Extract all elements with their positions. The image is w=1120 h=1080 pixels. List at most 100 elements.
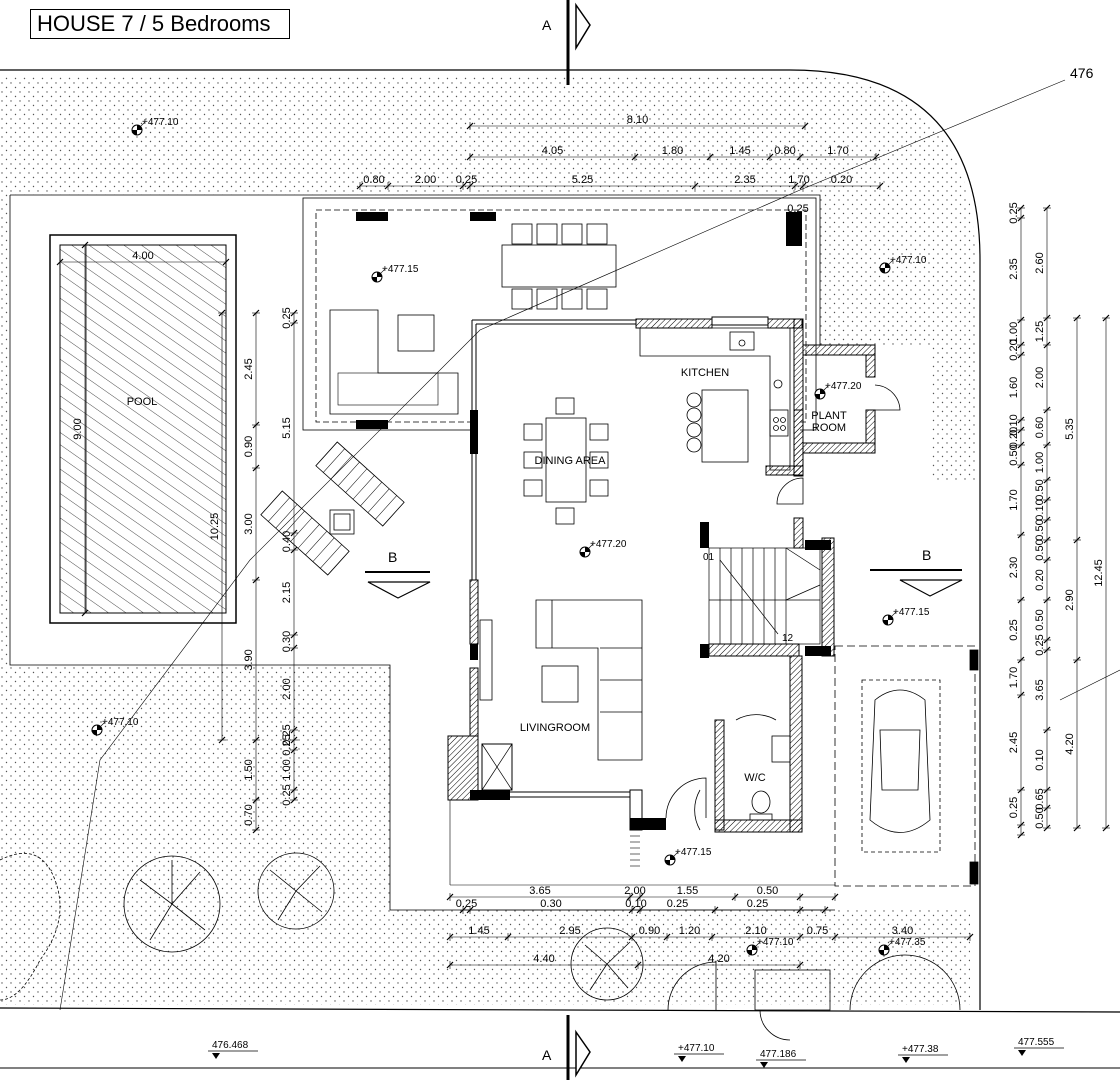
gates [667, 954, 961, 1041]
pool: POOL [49, 234, 237, 624]
level-marker-garden_nw: +477.10 [131, 117, 179, 136]
dim-top-row2-0: 4.05 [542, 145, 563, 157]
dim-left-col2-0: 2.45 [243, 358, 255, 379]
level-marker-east_yard: +477.15 [882, 607, 930, 626]
dim-left-col2-1: 0.90 [243, 436, 255, 457]
level-marker-entrance: +477.15 [664, 847, 712, 866]
dim-right-col1-3: 0.20 [1008, 339, 1020, 360]
garden-area [0, 69, 1120, 1069]
dim-left-col2-4: 1.50 [243, 759, 255, 780]
dim-right-col1-5: 0.10 [1008, 414, 1020, 435]
dim-bottom-row1-0: 3.65 [529, 885, 550, 897]
dim-right-col1-8: 1.70 [1008, 489, 1020, 510]
street-level-label-l3: 477.186 [760, 1049, 797, 1060]
dim-top-row3-2: 0.25 [456, 174, 477, 186]
room-labels: KITCHEN PLANT ROOM DINING AREA LIVINGROO… [520, 367, 847, 784]
dim-left-col1-0: 0.25 [281, 307, 293, 328]
dim-left-col2-5: 0.70 [243, 804, 255, 825]
doors [665, 384, 901, 819]
dim-right-col2-14: 0.65 [1034, 788, 1046, 809]
level-front_gate: +477.10 [757, 937, 794, 948]
dim-right-col2-6: 0.10 [1034, 499, 1046, 520]
dim-bottom-row3-5: 0.75 [807, 925, 828, 937]
street-level-label-l4: +477.38 [902, 1044, 939, 1055]
level-east_yard: +477.15 [893, 607, 930, 618]
dim-right-col2-9: 0.20 [1034, 569, 1046, 590]
dim-right-col2-3: 0.60 [1034, 417, 1046, 438]
dim-bottom-row2-2: 0.10 [625, 898, 646, 910]
street-level-l2: +477.10 [674, 1043, 724, 1062]
dim-top-total-0: 8.10 [627, 114, 648, 126]
level-parking_gate: +477.35 [889, 937, 926, 948]
dim-bottom-row4-1: 4.20 [708, 953, 729, 965]
level-garden_ne: +477.10 [890, 255, 927, 266]
dim-right-col1-13: 0.25 [1008, 797, 1020, 818]
dim-right-col2-7: 0.50 [1034, 519, 1046, 540]
house-walls [447, 316, 876, 833]
dim-right-col2-12: 3.65 [1034, 679, 1046, 700]
living-furniture [479, 599, 643, 761]
street-level-l4: +477.38 [898, 1044, 948, 1063]
dim-top-row2-2: 1.45 [729, 145, 750, 157]
dim-left-col1-4: 0.30 [281, 631, 293, 652]
kitchen-label: KITCHEN [681, 367, 729, 379]
dim-right-col3-2: 4.20 [1064, 733, 1076, 754]
dim-right-col2-1: 1.25 [1034, 321, 1046, 342]
level-marker-interior: +477.20 [579, 539, 627, 558]
dim-pool-length-0: 9.00 [72, 418, 84, 439]
dim-right-col2-2: 2.00 [1034, 367, 1046, 388]
dim-right-col1-1: 2.35 [1008, 258, 1020, 279]
section-b-right: B [922, 547, 931, 563]
section-a-bottom: A [542, 1047, 552, 1063]
dim-right-col1-4: 1.60 [1008, 377, 1020, 398]
dining-furniture [523, 397, 609, 525]
contour-label: 476 [1070, 65, 1094, 81]
dim-top-row3-3: 5.25 [572, 174, 593, 186]
level-interior: +477.20 [590, 539, 627, 550]
terrace [302, 197, 817, 431]
street-level-l1: 476.468 [208, 1040, 258, 1059]
dim-left-col1-7: 0.25 [281, 734, 293, 755]
stair-start-label: 01 [703, 552, 715, 563]
contour-line: 476 [59, 65, 1120, 1011]
level-terrace: +477.15 [382, 264, 419, 275]
dining-label: DINING AREA [535, 455, 607, 467]
level-marker-front_gate: +477.10 [746, 937, 794, 956]
dim-top-row2-4: 1.70 [827, 145, 848, 157]
dim-terrace-corner: 0.25 [787, 203, 808, 215]
pool-label: POOL [127, 396, 158, 408]
dim-right-col1-6: 0.20 [1008, 427, 1020, 448]
street-level-label-l1: 476.468 [212, 1040, 249, 1051]
level-garden_nw: +477.10 [142, 117, 179, 128]
dim-right-col3-1: 2.90 [1064, 589, 1076, 610]
dim-bottom-row1-2: 1.55 [677, 885, 698, 897]
dim-left-col2-3: 3.90 [243, 649, 255, 670]
sun-loungers [260, 441, 405, 576]
level-markers: +477.10+477.15+477.10+477.20+477.20+477.… [91, 117, 1064, 1068]
level-marker-terrace: +477.15 [371, 264, 419, 283]
plant-room-label-2: ROOM [812, 422, 846, 434]
section-a-top: A [542, 17, 552, 33]
dim-left-col2-2: 3.00 [243, 513, 255, 534]
dim-right-col2-13: 0.10 [1034, 749, 1046, 770]
dim-top-row3-1: 2.00 [415, 174, 436, 186]
dim-bottom-row2-0: 0.25 [456, 898, 477, 910]
street-level-label-l2: +477.10 [678, 1043, 715, 1054]
entrance-steps [449, 800, 835, 886]
dim-bottom-row2-3: 0.25 [667, 898, 688, 910]
wc-fixtures [694, 714, 791, 831]
staircase: 01 12 [703, 547, 821, 645]
kitchen-furniture [639, 327, 791, 471]
parking-area [834, 645, 979, 887]
street-level-label-l5: 477.555 [1018, 1037, 1055, 1048]
dim-bottom-row3-0: 1.45 [468, 925, 489, 937]
dimension-lines [56, 122, 1110, 969]
dim-bottom-row2-4: 0.25 [747, 898, 768, 910]
plant-room-label-1: PLANT [811, 410, 847, 422]
dim-bottom-row3-4: 2.10 [745, 925, 766, 937]
dim-right-col1-10: 0.25 [1008, 619, 1020, 640]
dim-left-col1-1: 5.15 [281, 417, 293, 438]
dim-left-col1-2: 0.40 [281, 531, 293, 552]
